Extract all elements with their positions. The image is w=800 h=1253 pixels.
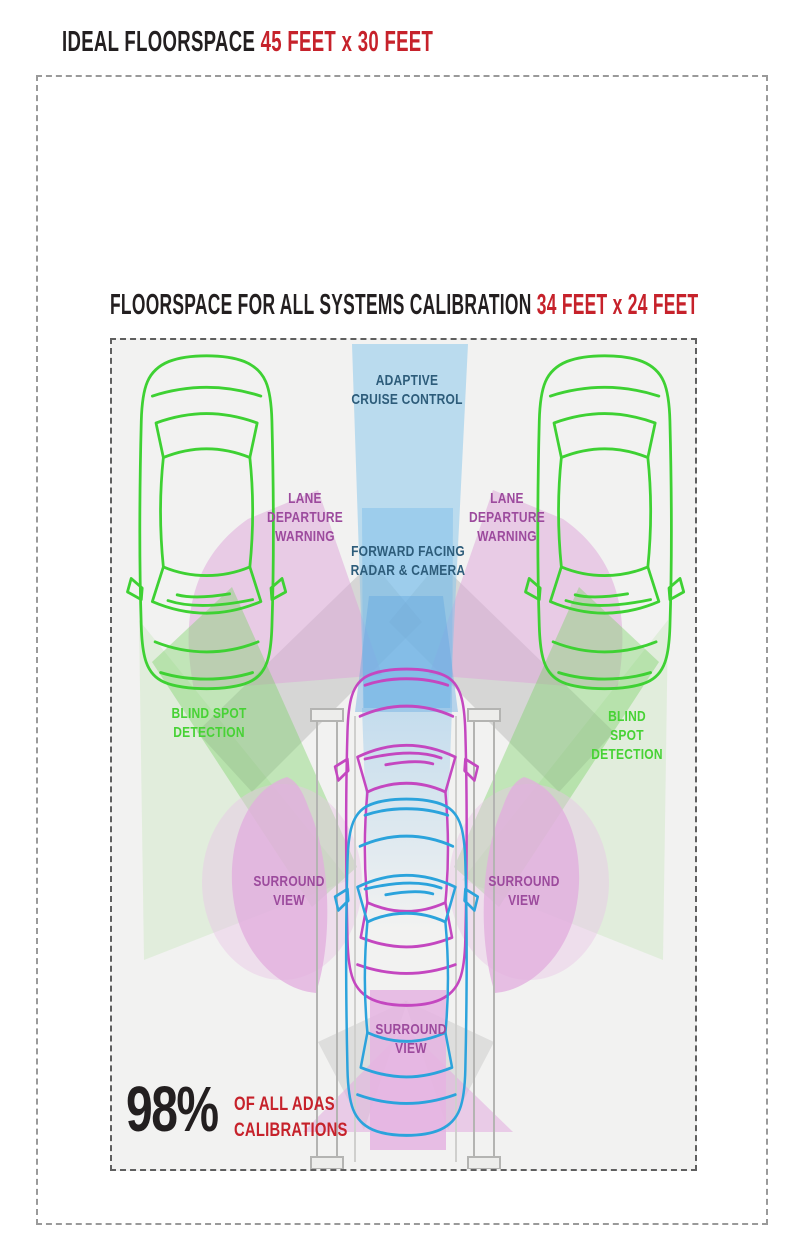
- calibration-title-dimensions: 34 FEET x 24 FEET: [536, 289, 699, 321]
- page-title-label: IDEAL FLOORSPACE: [62, 26, 256, 58]
- lane-departure-label-right: LANE DEPARTURE WARNING: [469, 490, 545, 545]
- forward-radar-label: FORWARD FACING RADAR & CAMERA: [350, 543, 466, 579]
- surround-view-label-right: SURROUND VIEW: [488, 873, 560, 909]
- adaptive-cruise-zone: [352, 344, 468, 708]
- cruise-zone-fade: [362, 708, 452, 930]
- adas-stat-value: 98%: [126, 1073, 219, 1145]
- surround-view-label-bottom: SURROUND VIEW: [375, 1021, 447, 1057]
- calibration-title: FLOORSPACE FOR ALL SYSTEMS CALIBRATION 3…: [110, 289, 698, 322]
- surround-panel-bottom: [370, 990, 446, 1150]
- adas-stat: 98% OF ALL ADAS CALIBRATIONS: [126, 1073, 380, 1145]
- calibration-floorspace-outline: ADAPTIVE CRUISE CONTROL LANE DEPARTURE W…: [110, 338, 697, 1171]
- blind-spot-label-right: BLIND SPOT DETECTION: [591, 708, 663, 763]
- alignment-rails: [310, 708, 501, 1169]
- page-title-dimensions: 45 FEET x 30 FEET: [260, 26, 434, 58]
- adaptive-cruise-label: ADAPTIVE CRUISE CONTROL: [351, 372, 463, 408]
- blind-spot-label-left: BLIND SPOT DETECTION: [171, 705, 247, 741]
- page-title: IDEAL FLOORSPACE 45 FEET x 30 FEET: [62, 26, 433, 59]
- lane-departure-label-left: LANE DEPARTURE WARNING: [267, 490, 343, 545]
- calibration-diagram: [126, 344, 686, 1169]
- surround-petal-right: [483, 777, 580, 993]
- radar-camera-zone-near: [355, 596, 458, 712]
- surround-petal-left: [231, 777, 328, 993]
- surround-view-label-left: SURROUND VIEW: [253, 873, 325, 909]
- adas-stat-caption: OF ALL ADAS CALIBRATIONS: [234, 1094, 348, 1141]
- calibration-title-label: FLOORSPACE FOR ALL SYSTEMS CALIBRATION: [110, 289, 532, 321]
- radar-camera-zone: [362, 508, 453, 708]
